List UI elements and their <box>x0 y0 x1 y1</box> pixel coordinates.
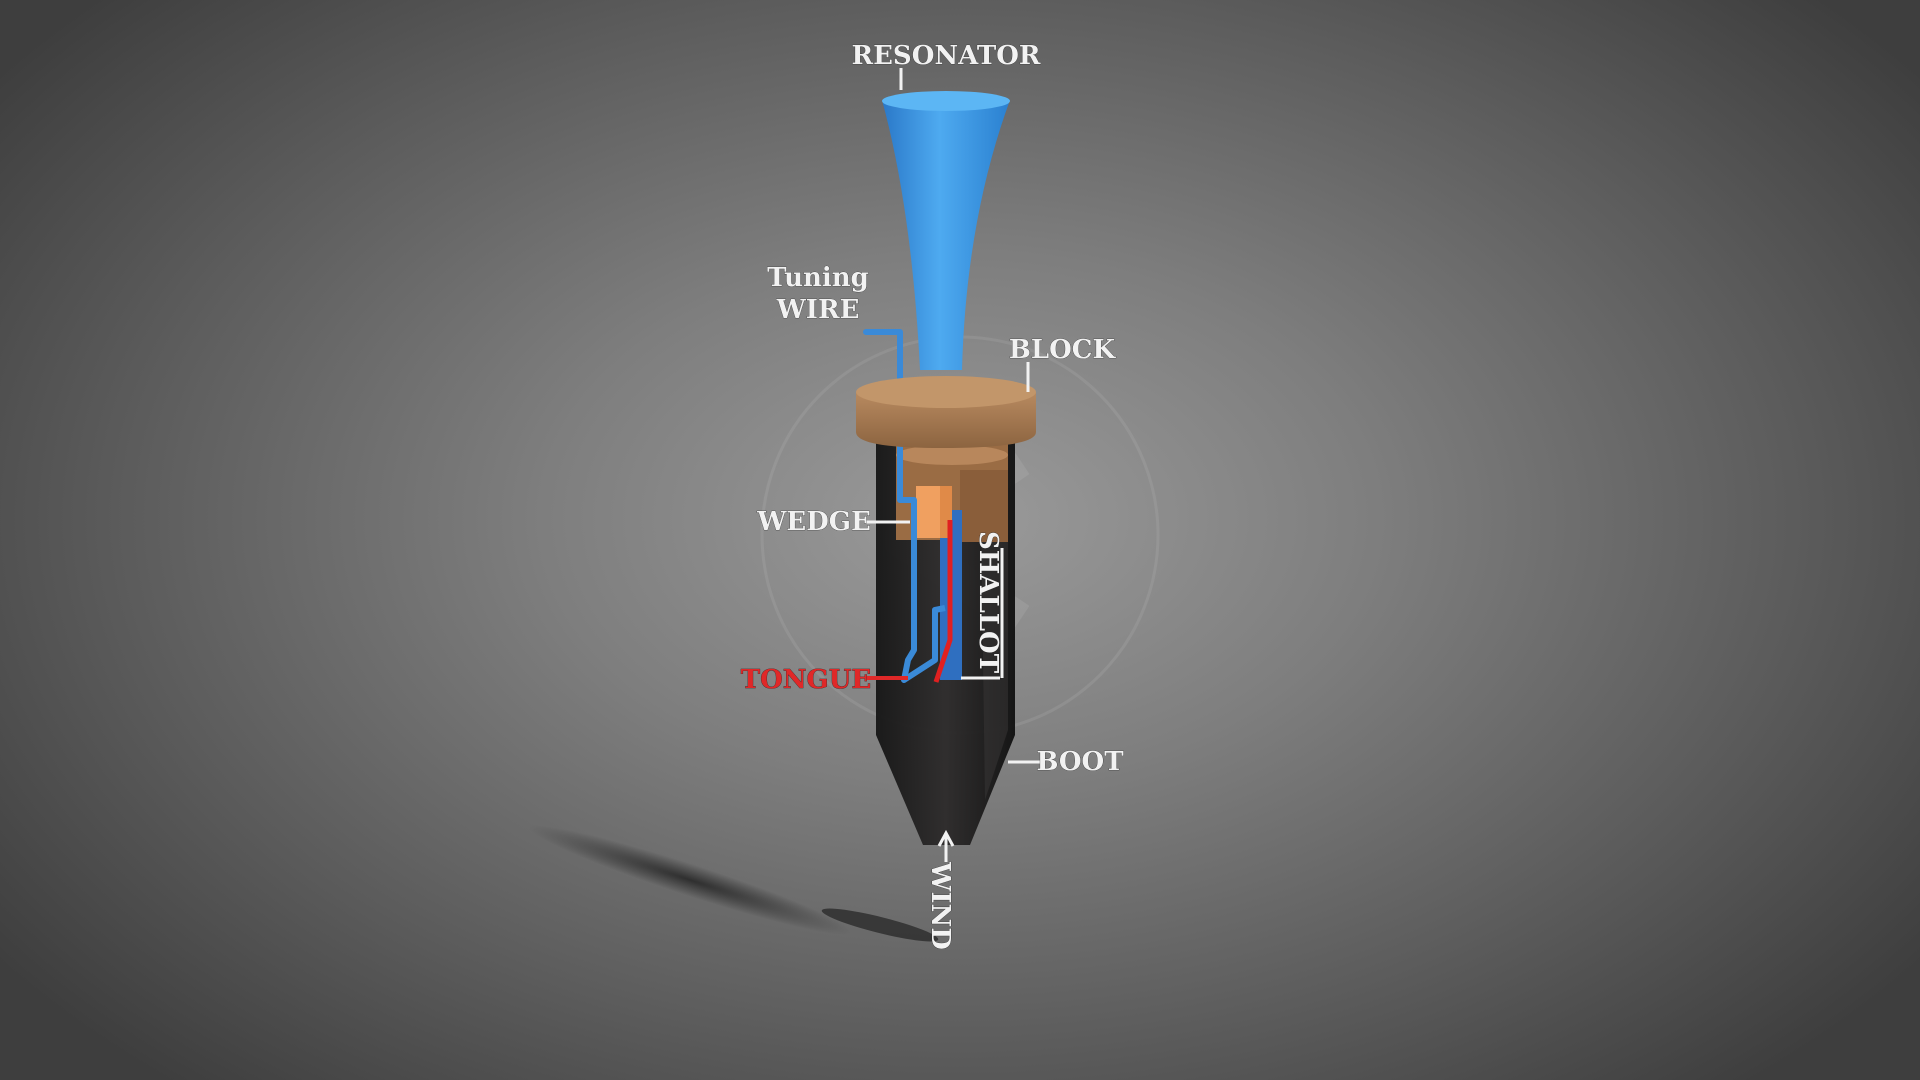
tuning-wire <box>863 329 917 683</box>
pipe-shadow <box>528 825 939 942</box>
block <box>856 376 1036 448</box>
tuning-wire-bend <box>902 605 946 683</box>
label-wind: WIND <box>925 861 955 950</box>
label-tuning: Tuning <box>767 263 869 293</box>
wedge <box>916 486 952 538</box>
label-wedge: WEDGE <box>756 507 871 537</box>
resonator <box>882 92 1010 370</box>
label-block: BLOCK <box>1009 335 1117 365</box>
label-tongue: TONGUE <box>741 665 871 695</box>
label-boot: BOOT <box>1036 747 1124 777</box>
label-shallot: SHALLOT <box>973 531 1003 674</box>
label-wire: WIRE <box>776 295 860 325</box>
resonator-rim <box>882 91 1010 111</box>
label-resonator: RESONATOR <box>852 41 1041 71</box>
leader-lines <box>866 68 1042 862</box>
tongue <box>933 520 953 683</box>
